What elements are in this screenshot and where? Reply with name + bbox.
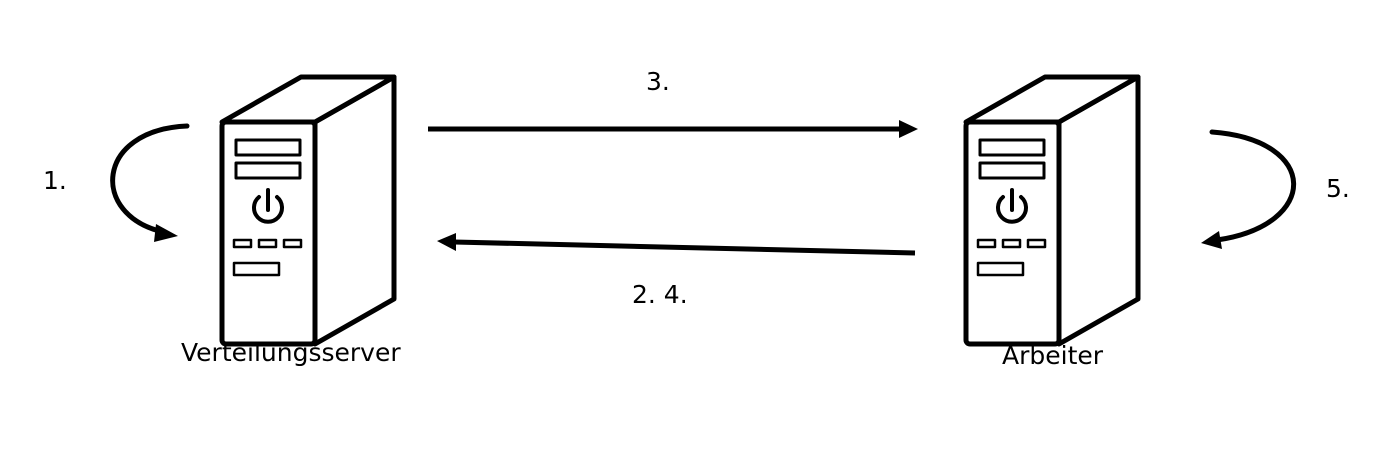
arrow-step-2-4 (437, 233, 916, 256)
server-tower-icon (222, 77, 394, 344)
arrow-step-5 (1201, 129, 1297, 249)
step-label-1: 1. (43, 166, 67, 195)
step-label-5: 5. (1326, 174, 1350, 203)
arrow-step-1 (110, 123, 190, 242)
step-label-2-4: 2. 4. (632, 280, 688, 309)
step-label-3: 3. (646, 67, 670, 96)
worker-label: Arbeiter (1002, 341, 1104, 370)
worker-tower-icon (966, 77, 1138, 344)
server-label: Verteilungsserver (181, 338, 401, 367)
arrow-step-3 (428, 120, 918, 138)
